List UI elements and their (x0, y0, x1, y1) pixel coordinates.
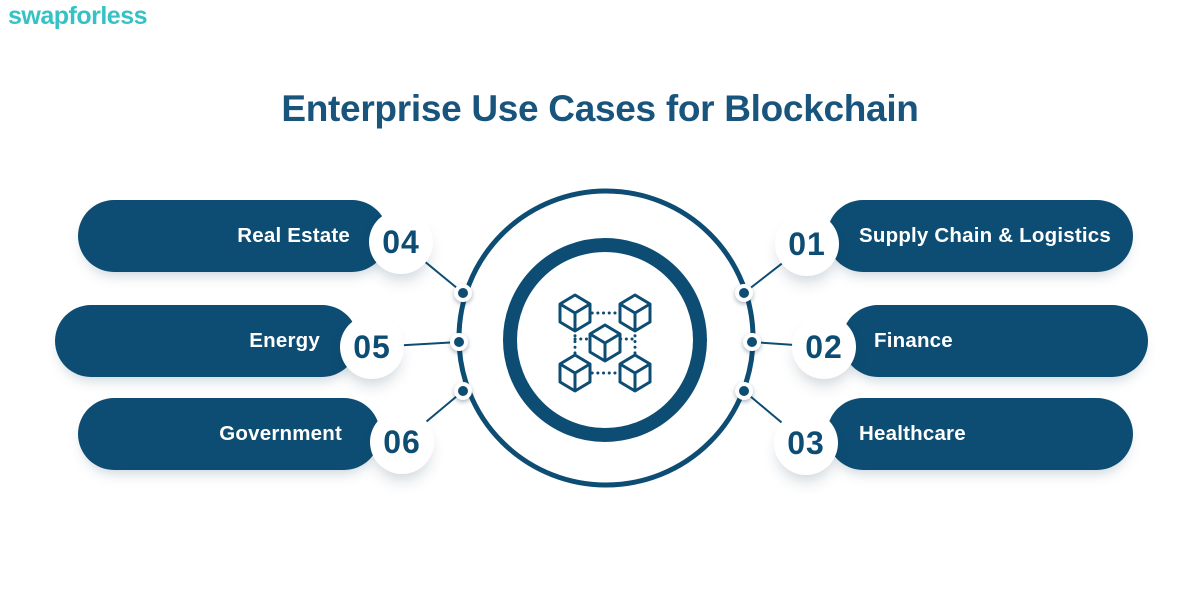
connector-node (743, 333, 761, 351)
page-title: Enterprise Use Cases for Blockchain (281, 88, 919, 129)
item-label: Healthcare (859, 422, 966, 445)
item-label: Government (219, 422, 342, 445)
item-number-badge-03: 03 (779, 416, 833, 470)
item-pill-government: Government (78, 398, 380, 470)
item-number-badge-02: 02 (797, 320, 851, 374)
item-number-badge-06: 06 (375, 415, 429, 469)
item-pill-real-estate: Real Estate (78, 200, 388, 272)
brand-logo: swapforless (8, 2, 148, 30)
connector-node (735, 382, 753, 400)
item-number-badge-05: 05 (345, 320, 399, 374)
connector-node (454, 284, 472, 302)
hub-inner-ring (503, 238, 707, 442)
cube-icon (558, 353, 592, 393)
item-pill-finance: Finance (842, 305, 1148, 377)
blockchain-cubes (558, 293, 652, 393)
connector-node (735, 284, 753, 302)
cube-icon (588, 323, 622, 363)
blockchain-network-icon (558, 293, 652, 393)
item-pill-energy: Energy (55, 305, 358, 377)
item-number-badge-04: 04 (374, 215, 428, 269)
cube-icon (618, 293, 652, 333)
item-pill-healthcare: Healthcare (827, 398, 1133, 470)
cube-icon (558, 293, 592, 333)
item-label: Supply Chain & Logistics (859, 224, 1111, 247)
item-label: Finance (874, 329, 953, 352)
connector-node (454, 382, 472, 400)
item-number-badge-01: 01 (780, 217, 834, 271)
item-pill-supply-chain-logistics: Supply Chain & Logistics (827, 200, 1133, 272)
item-label: Energy (249, 329, 320, 352)
item-label: Real Estate (237, 224, 350, 247)
connector-node (450, 333, 468, 351)
cube-icon (618, 353, 652, 393)
